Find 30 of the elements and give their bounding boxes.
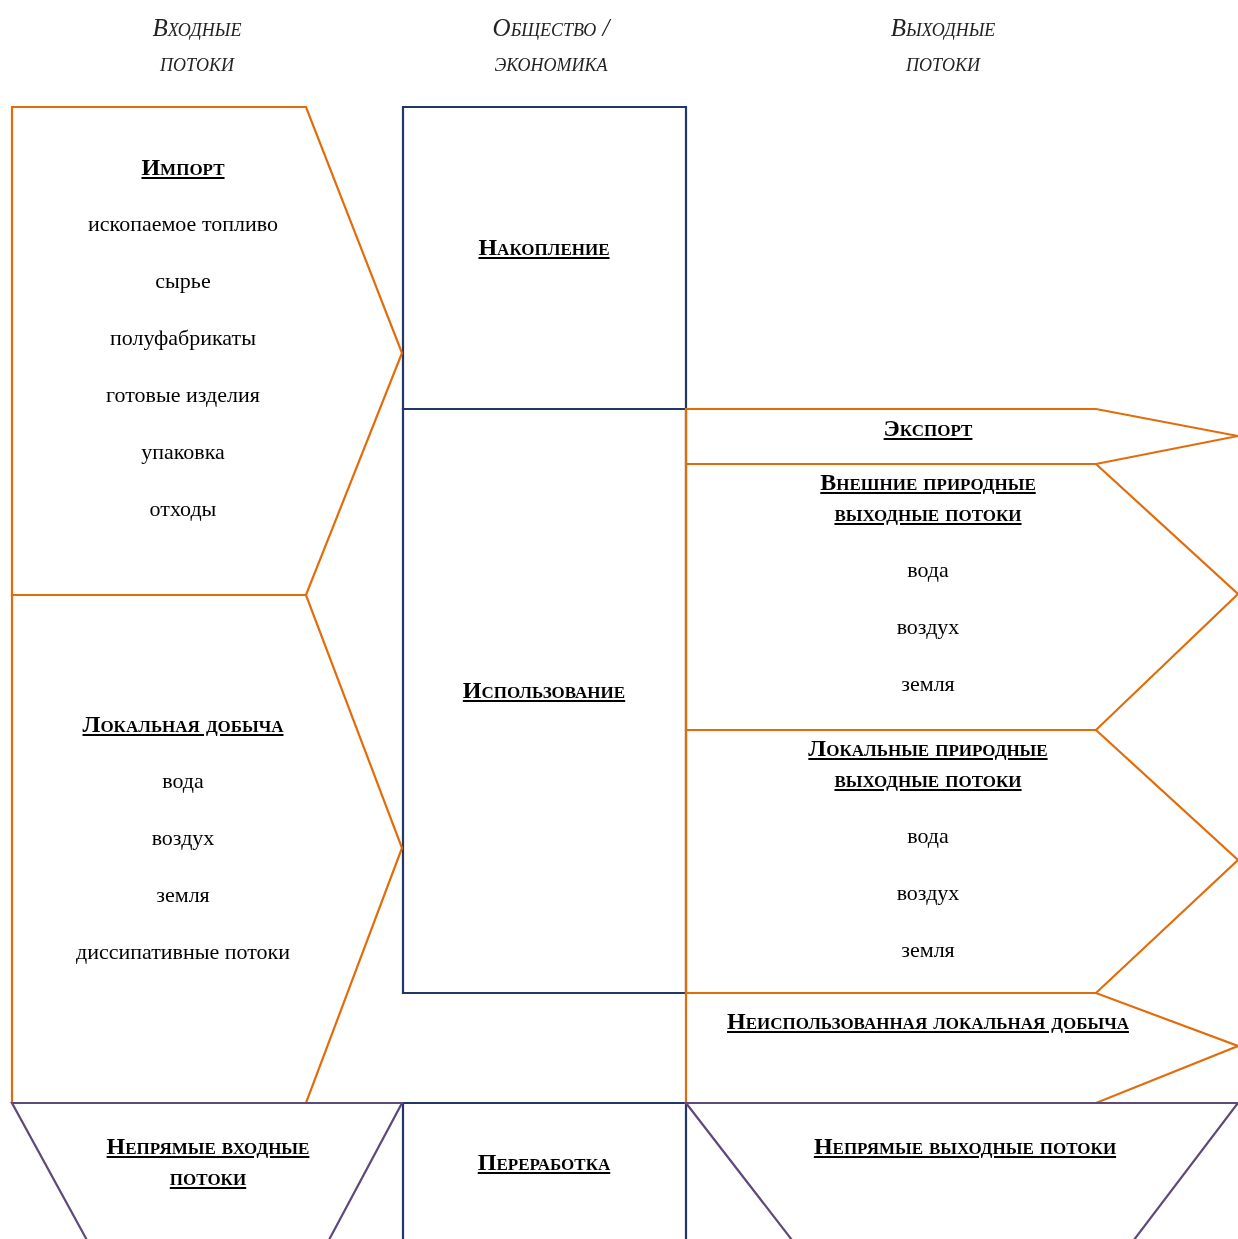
section-heading: Использование bbox=[461, 676, 627, 705]
flow-item: ископаемое топливо bbox=[88, 210, 278, 238]
section-heading: Непрямые выходные потоки bbox=[812, 1132, 1118, 1161]
flow-item: воздух bbox=[896, 613, 960, 641]
flow-item: земля bbox=[156, 881, 210, 909]
flow-item: земля bbox=[901, 936, 955, 964]
flow-item: воздух bbox=[896, 879, 960, 907]
section-heading: Внешние природные выходные потоки bbox=[819, 468, 1037, 528]
section-heading: Локальная добыча bbox=[81, 710, 285, 739]
flow-item: диссипативные потоки bbox=[75, 938, 291, 966]
section-heading: Локальные природные выходные потоки bbox=[807, 734, 1049, 794]
section-heading: Экспорт bbox=[882, 414, 974, 443]
flow-item: сырье bbox=[155, 267, 211, 295]
column-heading: Выходные потоки bbox=[889, 13, 997, 78]
section-heading: Импорт bbox=[140, 153, 226, 182]
section-heading: Переработка bbox=[476, 1148, 612, 1177]
column-heading: Входные потоки bbox=[151, 13, 243, 78]
flow-item: вода bbox=[907, 556, 949, 584]
section-heading: Накопление bbox=[477, 233, 611, 262]
flow-item: отходы bbox=[149, 495, 217, 523]
flow-item: готовые изделия bbox=[106, 381, 260, 409]
flow-item: земля bbox=[901, 670, 955, 698]
section-heading: Неиспользованная локальная добыча bbox=[726, 1007, 1130, 1036]
flow-item: полуфабрикаты bbox=[110, 324, 256, 352]
section-heading: Непрямые входные потоки bbox=[105, 1132, 311, 1192]
flow-item: вода bbox=[907, 822, 949, 850]
flow-item: воздух bbox=[151, 824, 215, 852]
column-heading: Общество / экономика bbox=[491, 13, 612, 78]
flow-item: вода bbox=[162, 767, 204, 795]
flow-item: упаковка bbox=[141, 438, 225, 466]
